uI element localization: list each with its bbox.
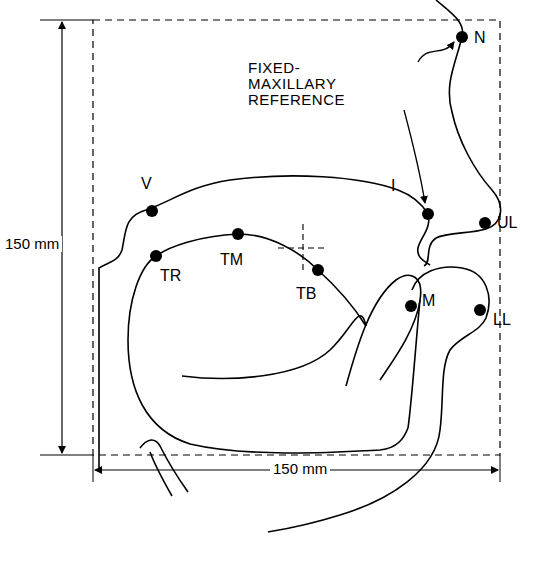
pellet-label: N	[474, 30, 486, 47]
reference-note: FIXED- MAXILLARY REFERENCE	[248, 60, 345, 107]
pellet-label: LL	[493, 312, 511, 329]
pellet-label: TB	[296, 286, 316, 303]
pellet-label: TM	[220, 252, 243, 269]
dimension-label: 150 mm	[270, 461, 330, 477]
dimension-label: 150 mm	[2, 236, 62, 252]
pellet-label: V	[141, 176, 152, 193]
pellet-label: I	[391, 178, 395, 195]
pellet-label: UL	[497, 215, 517, 232]
pellet-label: TR	[160, 268, 181, 285]
pellet-label: M	[422, 293, 435, 310]
